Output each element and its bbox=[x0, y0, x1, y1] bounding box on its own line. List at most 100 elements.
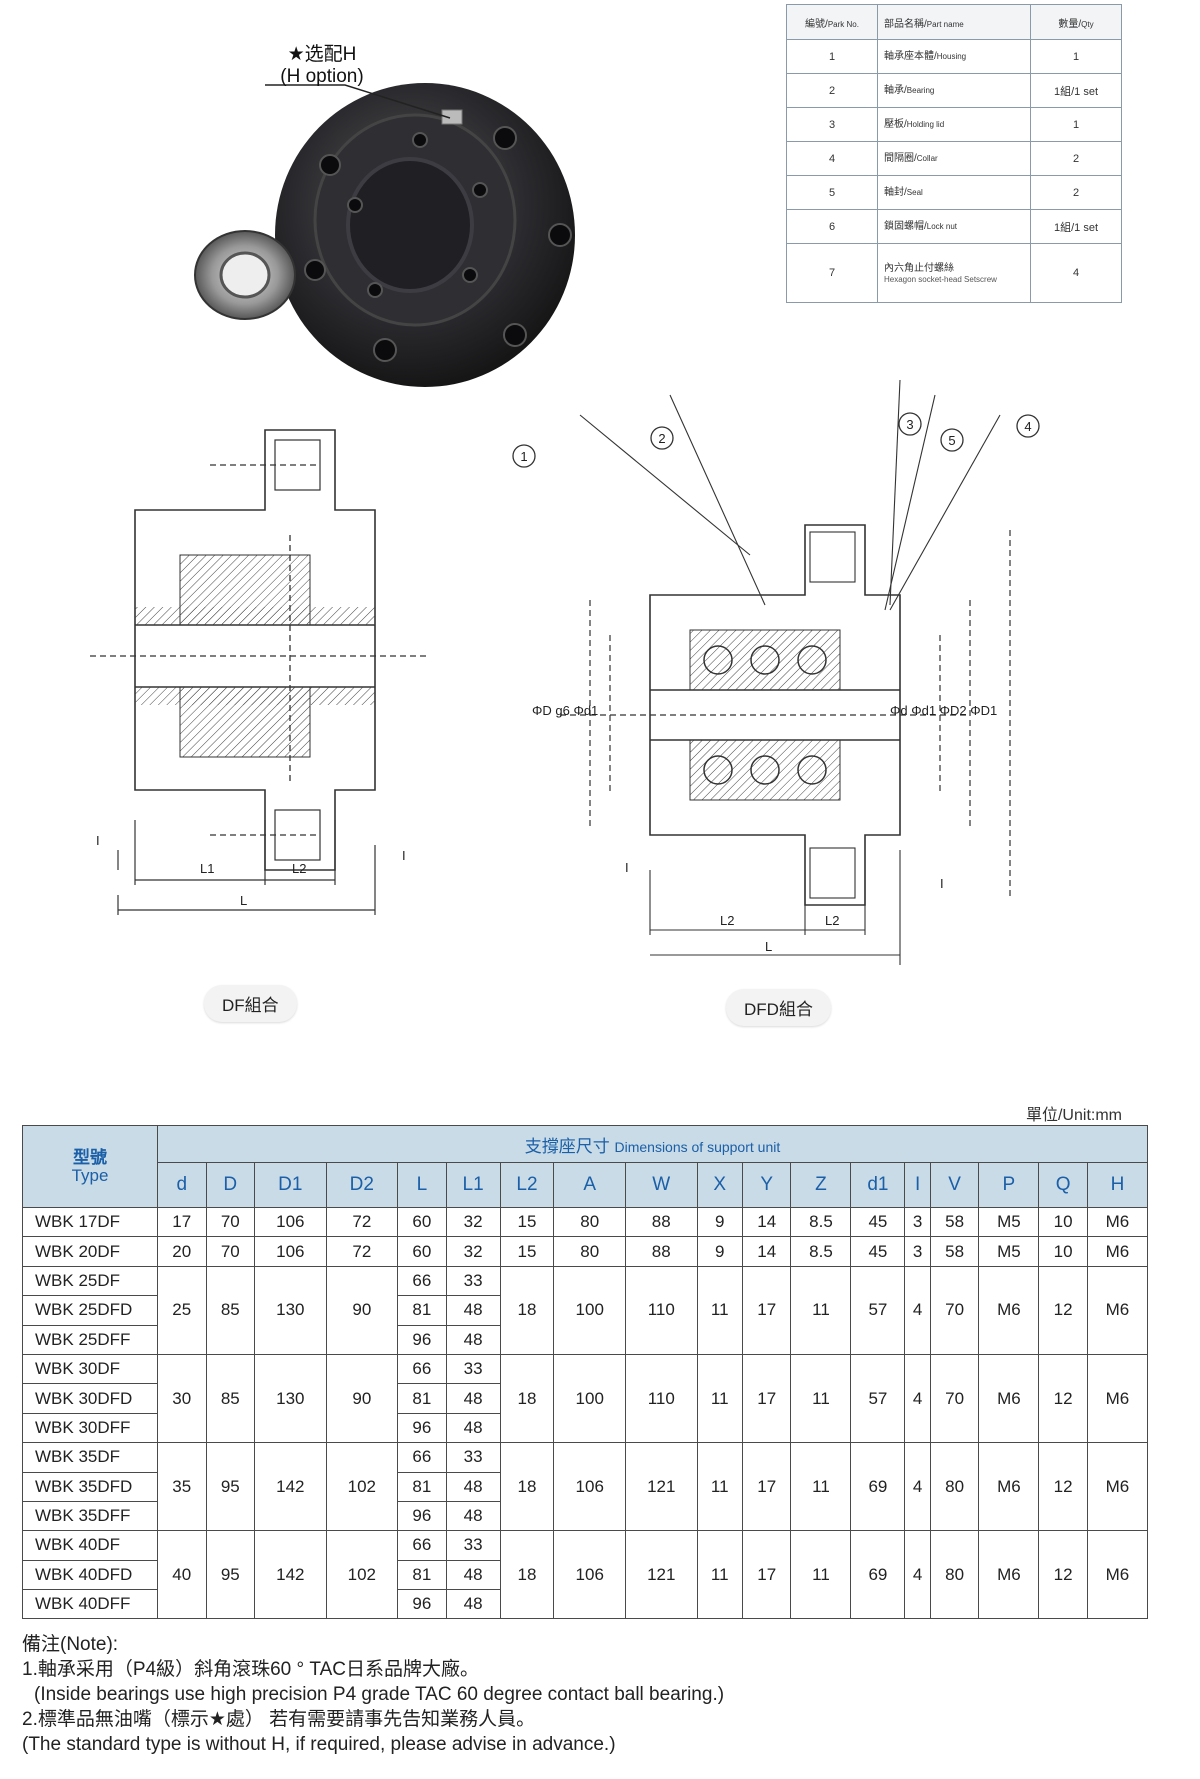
dfd-dim-l: L bbox=[765, 939, 772, 954]
cell-q: 12 bbox=[1038, 1442, 1088, 1532]
cell-q: 12 bbox=[1038, 1265, 1088, 1355]
callout-4: 4 bbox=[1024, 419, 1031, 434]
parts-table-header: 編號/Park No. 部品名稱/Part name 數量/Qty bbox=[786, 4, 1122, 40]
dfd-dim-i-left: I bbox=[625, 860, 629, 875]
cell-d: 70 bbox=[205, 1206, 256, 1238]
dfd-right-dim-labels: Φd Φd1 ΦD2 ΦD1 bbox=[890, 703, 997, 718]
column-header-d1: d1 bbox=[850, 1162, 906, 1208]
cell-l1: 48 bbox=[445, 1383, 501, 1414]
cell-l2: 18 bbox=[499, 1353, 555, 1444]
cell-v: 80 bbox=[929, 1530, 980, 1620]
cell-p: M6 bbox=[978, 1353, 1040, 1444]
cell-l: 96 bbox=[397, 1500, 447, 1532]
callout-2: 2 bbox=[658, 431, 665, 446]
cell-d2: 72 bbox=[325, 1236, 399, 1267]
cell-l: 96 bbox=[397, 1324, 447, 1355]
cell-x: 11 bbox=[696, 1530, 743, 1620]
cell-z: 8.5 bbox=[790, 1236, 852, 1267]
cell-v: 58 bbox=[929, 1206, 980, 1238]
cell-i: 4 bbox=[904, 1530, 931, 1620]
cell-l: 66 bbox=[397, 1442, 447, 1473]
cell-q: 10 bbox=[1038, 1236, 1088, 1267]
cell-d1: 45 bbox=[850, 1206, 906, 1238]
cell-l: 66 bbox=[397, 1353, 447, 1385]
model-cell: WBK 30DF bbox=[22, 1353, 158, 1385]
dfd-callouts: 1 2 3 4 5 bbox=[512, 412, 1040, 468]
callout-3: 3 bbox=[906, 417, 913, 432]
model-cell: WBK 40DFF bbox=[22, 1589, 158, 1620]
parts-header-no: 編號/Park No. bbox=[786, 4, 878, 40]
cell-q: 10 bbox=[1038, 1206, 1088, 1238]
column-header-w: W bbox=[624, 1162, 698, 1208]
cell-a: 100 bbox=[553, 1265, 626, 1355]
cell-l1: 48 bbox=[445, 1559, 501, 1591]
cell-a: 100 bbox=[553, 1353, 626, 1444]
cell-d1: 57 bbox=[850, 1353, 906, 1444]
parts-no: 1 bbox=[786, 39, 878, 74]
dfd-dim-l2b: L2 bbox=[825, 913, 839, 928]
cell-d1: 45 bbox=[850, 1236, 906, 1267]
cell-w: 88 bbox=[624, 1236, 698, 1267]
cell-l2: 15 bbox=[499, 1236, 555, 1267]
callout-5: 5 bbox=[948, 433, 955, 448]
cell-v: 70 bbox=[929, 1265, 980, 1355]
column-header-x: X bbox=[696, 1162, 743, 1208]
cell-p: M6 bbox=[978, 1442, 1040, 1532]
cell-d: 85 bbox=[205, 1265, 256, 1355]
column-header-y: Y bbox=[741, 1162, 792, 1208]
df-section-drawing: L1 L2 L I I bbox=[90, 429, 430, 915]
cell-h: M6 bbox=[1086, 1206, 1149, 1238]
column-header-d1: D1 bbox=[254, 1162, 327, 1208]
dfd-section-drawing: ΦD g6 Φd1 Φd Φd1 ΦD2 ΦD1 L2 L2 L I I bbox=[532, 379, 1011, 965]
df-dim-i-right: I bbox=[402, 848, 406, 863]
cell-d: 85 bbox=[205, 1353, 256, 1444]
cell-w: 110 bbox=[624, 1265, 698, 1355]
column-header-z: Z bbox=[790, 1162, 852, 1208]
parts-name: 鎖固螺帽/Lock nut bbox=[877, 209, 1031, 244]
cell-l1: 32 bbox=[445, 1236, 501, 1267]
cell-i: 4 bbox=[904, 1353, 931, 1444]
cell-y: 17 bbox=[741, 1442, 792, 1532]
cell-l1: 33 bbox=[445, 1353, 501, 1385]
cell-w: 88 bbox=[624, 1206, 698, 1238]
column-header-v: V bbox=[929, 1162, 980, 1208]
model-cell: WBK 40DFD bbox=[22, 1559, 158, 1591]
column-header-l2: L2 bbox=[499, 1162, 555, 1208]
cell-l: 81 bbox=[397, 1471, 447, 1502]
model-cell: WBK 17DF bbox=[22, 1206, 158, 1238]
column-header-h: H bbox=[1086, 1162, 1149, 1208]
parts-no: 5 bbox=[786, 175, 878, 210]
cell-d1: 57 bbox=[850, 1265, 906, 1355]
cell-l1: 33 bbox=[445, 1530, 501, 1561]
cell-l: 60 bbox=[397, 1206, 447, 1238]
cell-y: 17 bbox=[741, 1530, 792, 1620]
dimensions-title: 支撐座尺寸 Dimensions of support unit bbox=[157, 1125, 1148, 1163]
dfd-caption: DFD組合 bbox=[726, 989, 831, 1026]
parts-qty: 4 bbox=[1030, 243, 1122, 303]
cell-d: 40 bbox=[157, 1530, 207, 1620]
notes-title: 備注(Note): bbox=[22, 1634, 119, 1655]
cell-x: 11 bbox=[696, 1353, 743, 1444]
cell-l: 60 bbox=[397, 1236, 447, 1267]
model-cell: WBK 30DFD bbox=[22, 1383, 158, 1414]
model-cell: WBK 20DF bbox=[22, 1236, 158, 1267]
cell-z: 11 bbox=[790, 1353, 852, 1444]
cell-h: M6 bbox=[1086, 1353, 1149, 1444]
model-cell: WBK 35DFF bbox=[22, 1500, 158, 1532]
cell-d: 95 bbox=[205, 1530, 256, 1620]
df-caption: DF組合 bbox=[204, 985, 297, 1022]
cell-d2: 90 bbox=[325, 1353, 399, 1444]
cell-d2: 90 bbox=[325, 1265, 399, 1355]
cell-l2: 15 bbox=[499, 1206, 555, 1238]
cell-p: M6 bbox=[978, 1265, 1040, 1355]
model-cell: WBK 25DFF bbox=[22, 1324, 158, 1355]
note-line-2: (Inside bearings use high precision P4 g… bbox=[34, 1684, 725, 1705]
